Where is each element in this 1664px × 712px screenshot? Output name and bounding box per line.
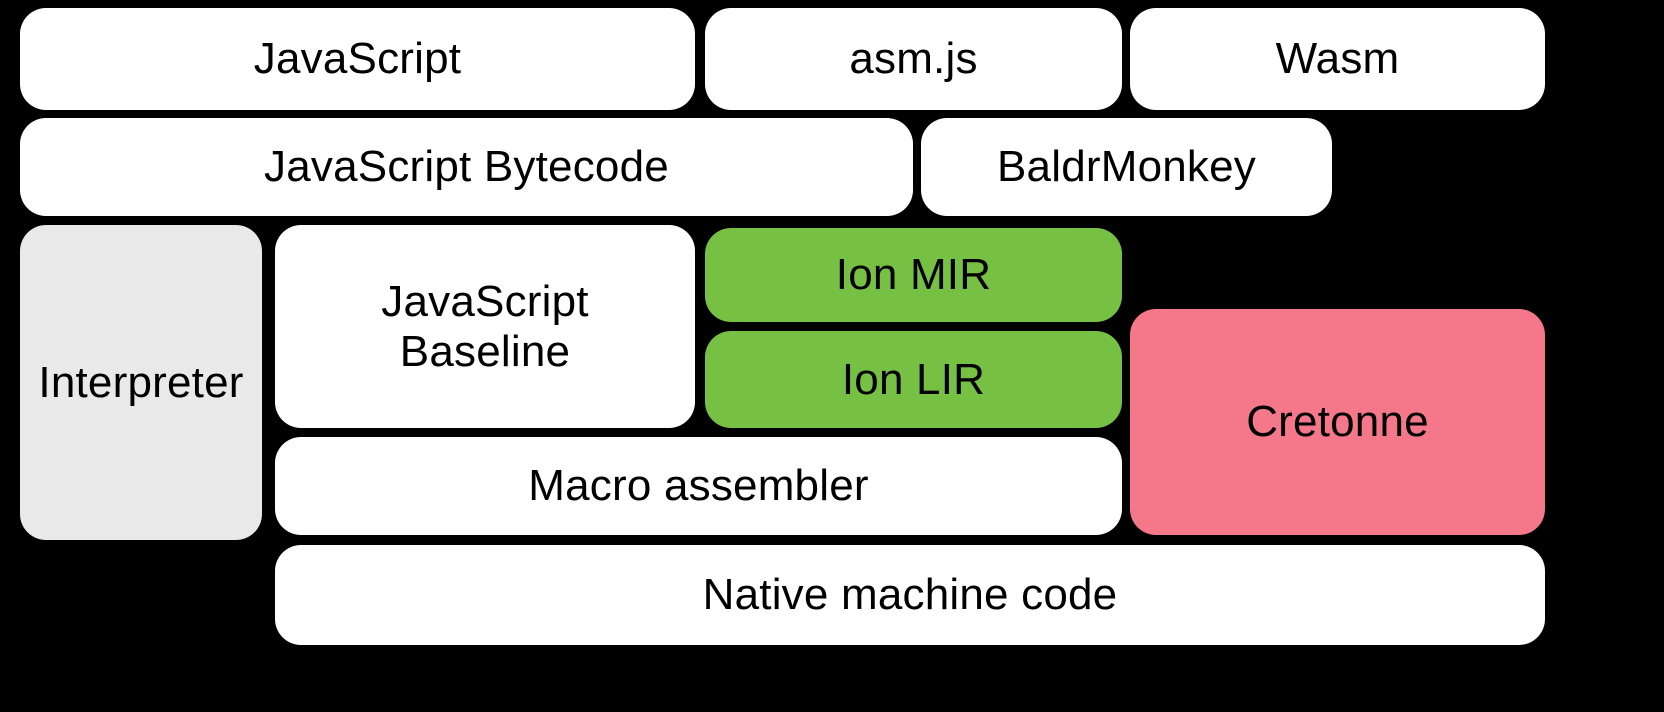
node-javascript-bytecode[interactable]: JavaScript Bytecode <box>20 118 913 216</box>
node-asmjs[interactable]: asm.js <box>705 8 1122 110</box>
node-wasm[interactable]: Wasm <box>1130 8 1545 110</box>
node-baldrmonkey[interactable]: BaldrMonkey <box>921 118 1332 216</box>
node-ion-mir[interactable]: Ion MIR <box>705 228 1122 322</box>
node-javascript-baseline[interactable]: JavaScript Baseline <box>275 225 695 428</box>
node-cretonne[interactable]: Cretonne <box>1130 309 1545 535</box>
node-native-machine-code[interactable]: Native machine code <box>275 545 1545 645</box>
node-macro-assembler[interactable]: Macro assembler <box>275 437 1122 535</box>
node-javascript[interactable]: JavaScript <box>20 8 695 110</box>
node-interpreter[interactable]: Interpreter <box>20 225 262 540</box>
node-ion-lir[interactable]: Ion LIR <box>705 331 1122 428</box>
